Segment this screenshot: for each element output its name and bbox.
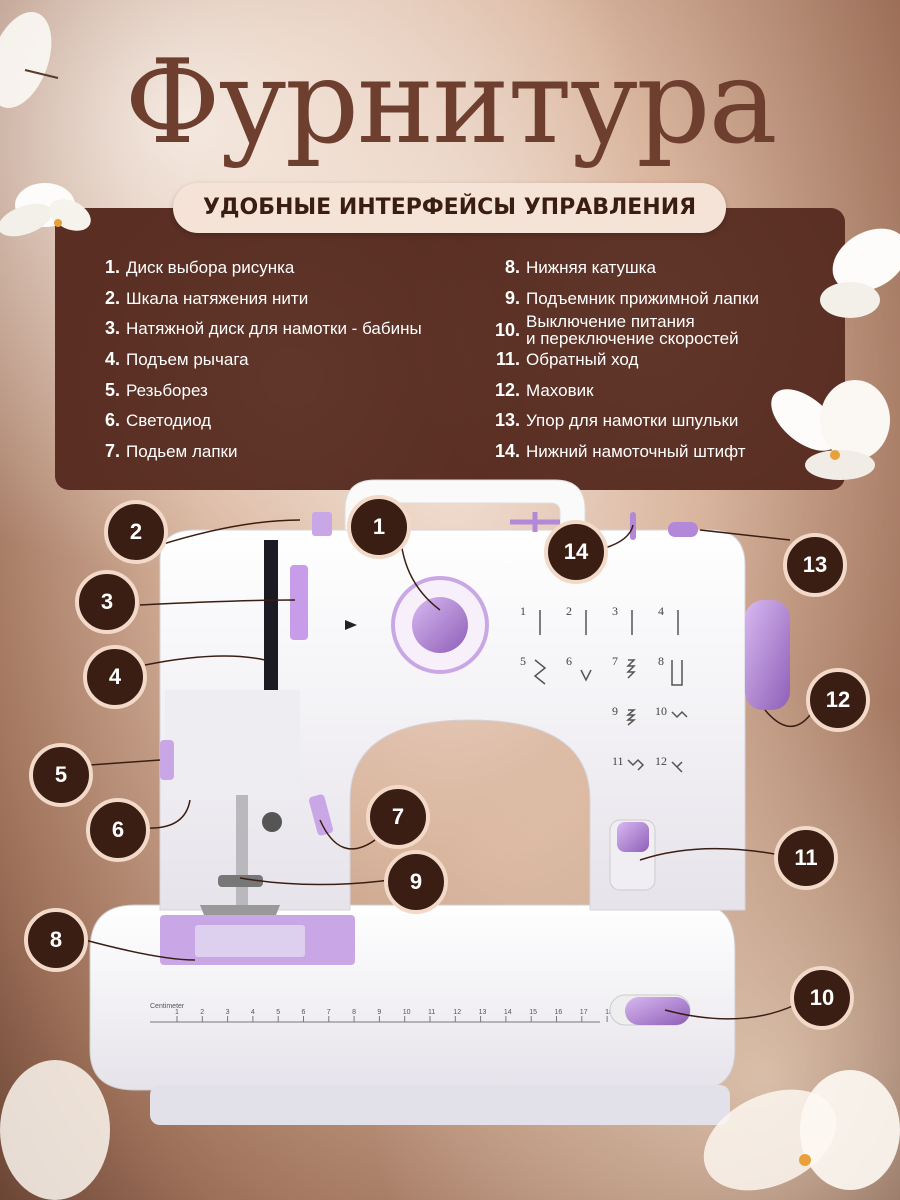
svg-text:12: 12 xyxy=(655,754,667,768)
feature-item: 8.Нижняя катушка xyxy=(504,257,656,277)
ruler-tick-label: 18 xyxy=(605,1009,613,1016)
ruler-tick-label: 9 xyxy=(377,1009,381,1016)
white-flower-icon xyxy=(703,1070,900,1191)
svg-text:1: 1 xyxy=(520,604,526,618)
feature-item: 14.Нижний намоточный штифт xyxy=(494,441,746,461)
callout-7: 7 xyxy=(366,785,430,849)
bobbin-cover xyxy=(195,925,305,957)
callout-12: 12 xyxy=(806,668,870,732)
svg-text:8: 8 xyxy=(658,654,664,668)
callout-14: 14 xyxy=(544,520,608,584)
feature-item: 12.Маховик xyxy=(494,380,594,400)
svg-text:7: 7 xyxy=(612,654,618,668)
callout-1: 1 xyxy=(347,495,411,559)
white-flower-icon xyxy=(0,1060,110,1200)
ruler-tick-label: 4 xyxy=(251,1009,255,1016)
ruler-tick-label: 6 xyxy=(302,1009,306,1016)
callout-8: 8 xyxy=(24,908,88,972)
page-title: Фурнитура xyxy=(124,35,777,170)
stitch-chart: 1 2 3 4 5 6 7 8 9 10 11 12 xyxy=(520,604,667,768)
bobbin-stop xyxy=(668,522,698,537)
callout-13: 13 xyxy=(783,533,847,597)
white-flower-icon xyxy=(771,380,890,480)
bobbin-winder-post xyxy=(312,512,332,536)
ruler-tick-label: 10 xyxy=(403,1009,411,1016)
ruler-tick-label: 17 xyxy=(580,1009,588,1016)
callout-2: 2 xyxy=(104,500,168,564)
ruler-tick-label: 15 xyxy=(529,1009,537,1016)
ruler-tick-label: 11 xyxy=(428,1009,435,1016)
subtitle-pill: УДОБНЫЕ ИНТЕРФЕЙСЫ УПРАВЛЕНИЯ xyxy=(173,183,726,233)
callout-3: 3 xyxy=(75,570,139,634)
callout-9: 9 xyxy=(384,850,448,914)
spool-pin xyxy=(510,512,560,532)
feature-item: 4.Подъем рычага xyxy=(104,349,249,369)
feature-item: 3.Натяжной диск для намотки - бабины xyxy=(104,318,422,338)
handwheel xyxy=(745,600,790,710)
feature-item: 9.Подъемник прижимной лапки xyxy=(504,288,759,308)
callout-11: 11 xyxy=(774,826,838,890)
feature-item: 13.Упор для намотки шпульки xyxy=(494,410,739,430)
white-flower-icon xyxy=(820,228,900,318)
feature-item: 10.Выключение питания и переключение ско… xyxy=(494,312,739,348)
features-panel xyxy=(55,208,845,490)
feature-item: 2.Шкала натяжения нити xyxy=(104,288,309,308)
ruler-tick-label: 14 xyxy=(504,1009,512,1016)
white-flower-icon xyxy=(0,12,59,108)
ruler-tick-label: 2 xyxy=(200,1009,204,1016)
feature-item: 6.Светодиод xyxy=(104,410,212,430)
svg-text:5: 5 xyxy=(520,654,526,668)
svg-text:11: 11 xyxy=(612,754,624,768)
thread-cutter xyxy=(160,740,174,780)
power-switch xyxy=(625,997,690,1025)
ruler-tick-label: 1 xyxy=(175,1009,179,1016)
callout-5: 5 xyxy=(29,743,93,807)
svg-text:2: 2 xyxy=(566,604,572,618)
callout-4: 4 xyxy=(83,645,147,709)
white-flower-icon xyxy=(0,183,91,237)
feature-item: 5.Резьборез xyxy=(104,380,208,400)
svg-text:4: 4 xyxy=(658,604,664,618)
feature-item: 11.Обратный ход xyxy=(495,349,639,369)
base-foot xyxy=(150,1085,730,1125)
ruler-tick-label: 16 xyxy=(555,1009,563,1016)
callout-6: 6 xyxy=(86,798,150,862)
ruler-label: Centimeter xyxy=(150,1003,185,1010)
svg-text:3: 3 xyxy=(612,604,618,618)
feature-item: 7.Подьем лапки xyxy=(104,441,238,461)
tension-dial xyxy=(290,565,308,640)
feature-item: 1.Диск выбора рисунка xyxy=(104,257,295,277)
arm-front xyxy=(165,690,300,800)
svg-text:6: 6 xyxy=(566,654,572,668)
pointer-arrow xyxy=(345,620,357,630)
svg-text:9: 9 xyxy=(612,704,618,718)
ruler-tick-label: 13 xyxy=(479,1009,487,1016)
ruler-tick-label: 7 xyxy=(327,1009,331,1016)
svg-text:10: 10 xyxy=(655,704,667,718)
thread-slot xyxy=(264,540,278,690)
ruler-tick-label: 5 xyxy=(276,1009,280,1016)
presser-lever xyxy=(308,794,334,836)
callout-10: 10 xyxy=(790,966,854,1030)
ruler-tick-label: 3 xyxy=(226,1009,230,1016)
ruler-tick-label: 12 xyxy=(453,1009,461,1016)
needle-bar xyxy=(236,795,248,905)
ruler-tick-label: 8 xyxy=(352,1009,356,1016)
